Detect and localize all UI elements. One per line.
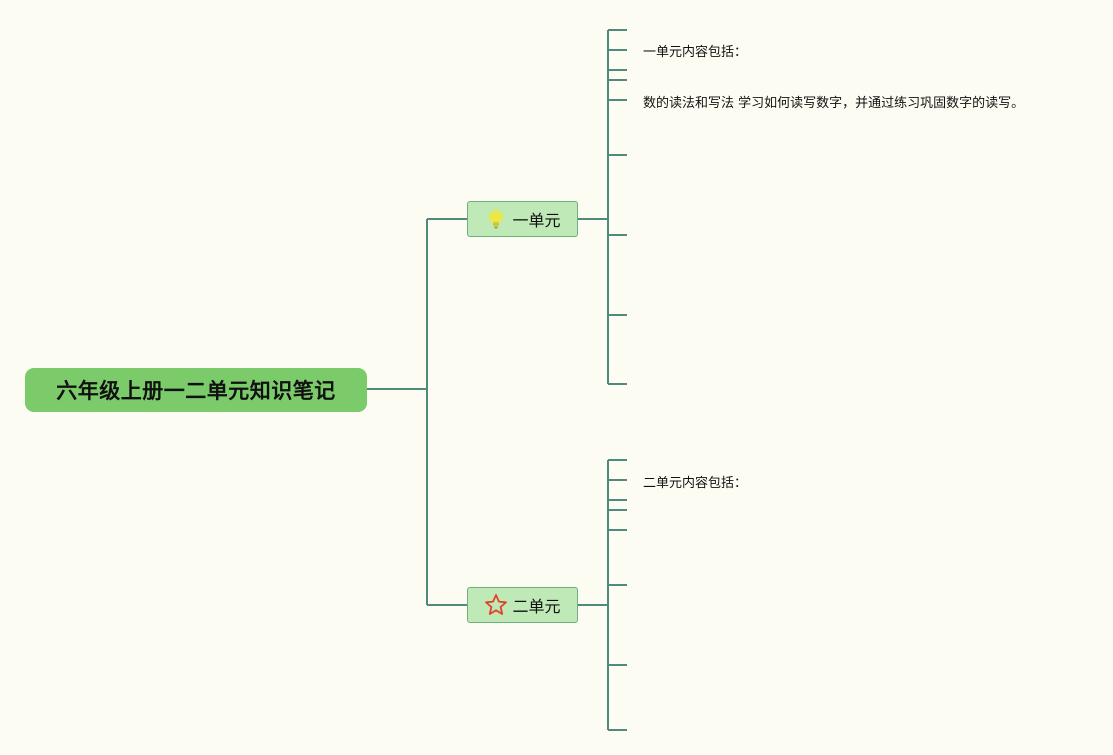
branch-2-bracket [578,459,627,731]
leaf-unit-1-reading-writing[interactable]: 数的读法和写法 学习如何读写数字，并通过练习巩固数字的读写。 [643,96,1025,111]
branch-1-label: 一单元 [512,211,561,230]
branch-2-label: 二单元 [512,597,561,616]
branch-topic-unit-1[interactable]: 一单元 [467,201,578,237]
root-topic-label: 六年级上册一二单元知识笔记 [56,379,336,403]
branch-topic-unit-2[interactable]: 二单元 [467,587,578,623]
lightbulb-icon [484,207,508,231]
branch-1-bracket [578,29,627,385]
root-connector [367,218,467,606]
root-topic[interactable]: 六年级上册一二单元知识笔记 [25,368,367,412]
star-icon [484,593,508,617]
leaf-unit-2-intro[interactable]: 二单元内容包括： [643,476,748,491]
leaf-unit-1-intro[interactable]: 一单元内容包括： [643,45,748,60]
